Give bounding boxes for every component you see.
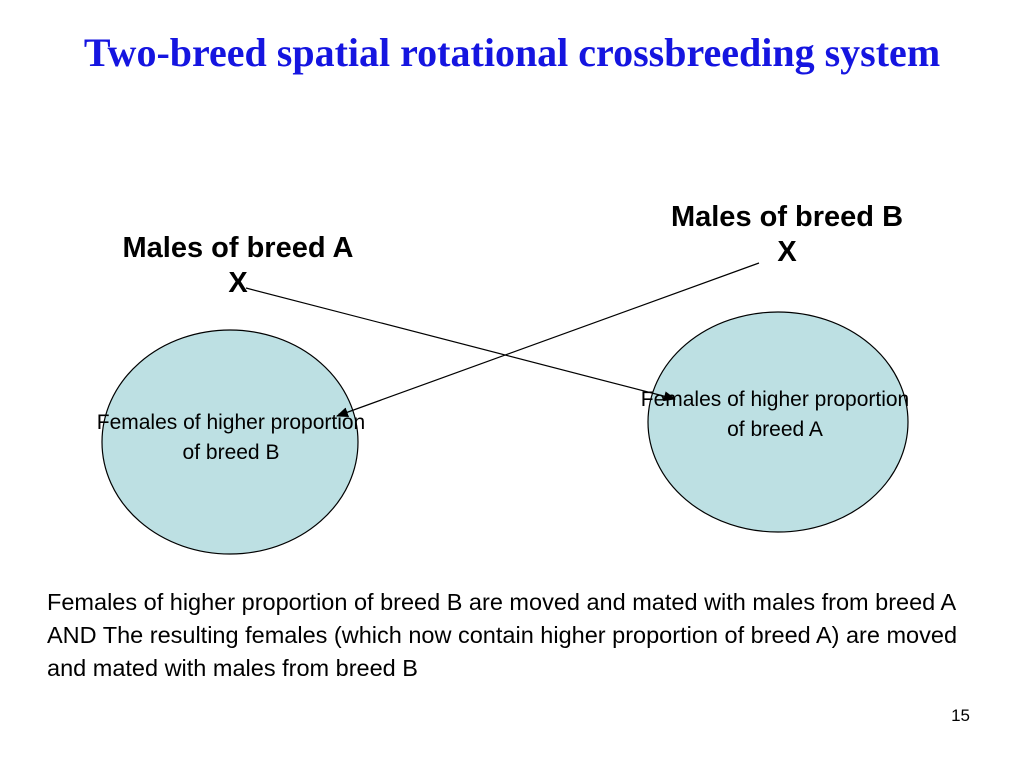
slide-title: Two-breed spatial rotational crossbreedi… xyxy=(83,30,941,75)
females-breed-b-label: Females of higher proportion of breed B xyxy=(96,411,366,464)
slide-number: 15 xyxy=(951,706,970,725)
males-breed-a-text: Males of breed A xyxy=(122,232,354,264)
males-breed-b-label: Males of breed B X xyxy=(637,200,937,270)
males-breed-b-text: Males of breed B xyxy=(670,201,904,233)
cross-symbol-b: X xyxy=(777,236,797,268)
females-breed-b-circle xyxy=(101,329,359,555)
males-breed-a-label: Males of breed A X xyxy=(88,231,388,301)
explanation-caption: Females of higher proportion of breed B … xyxy=(47,589,958,681)
females-breed-a-circle xyxy=(647,311,909,533)
arrow-males-b-to-females-b xyxy=(336,262,760,417)
arrow-males-a-to-females-a xyxy=(245,287,676,402)
females-breed-a-label: Females of higher proportion of breed A xyxy=(640,388,910,441)
cross-symbol-a: X xyxy=(228,267,248,299)
